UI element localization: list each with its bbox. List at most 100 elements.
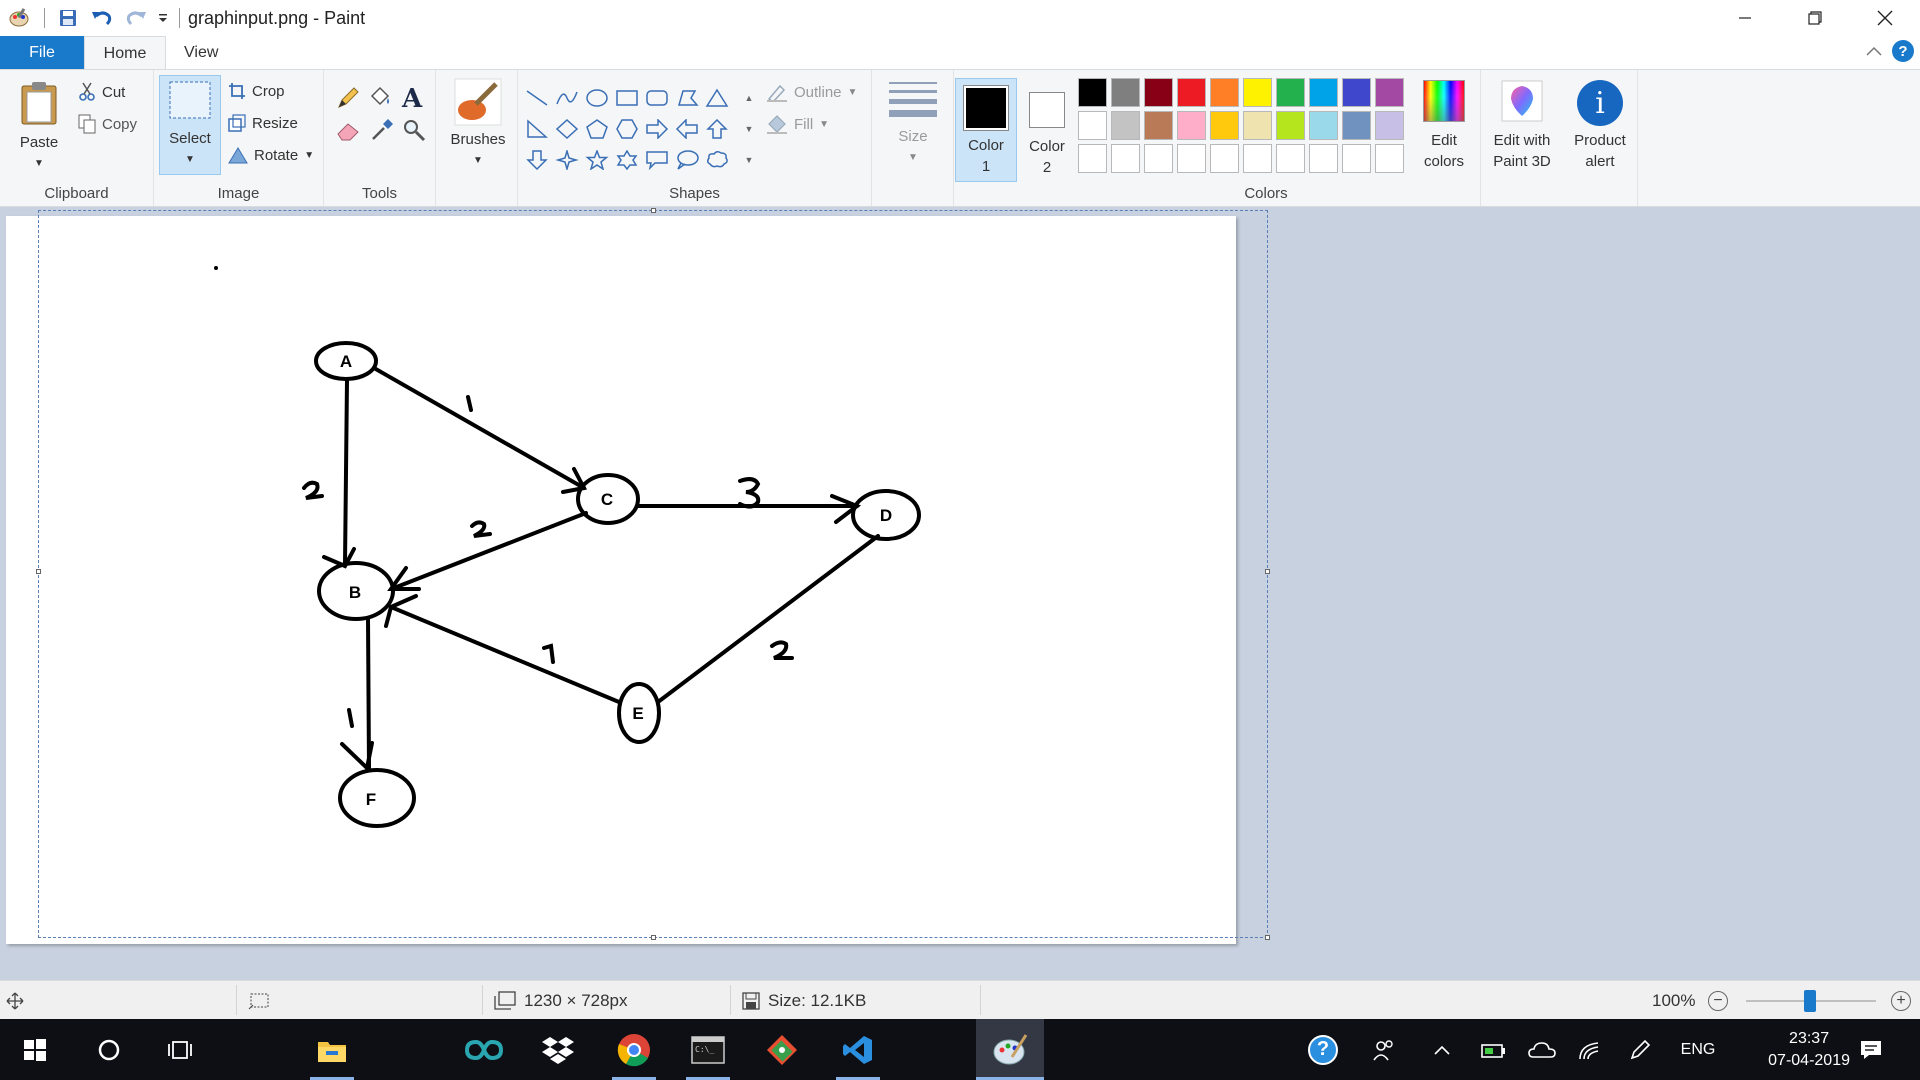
palette-swatch-r1-c1[interactable] [1078, 78, 1107, 107]
redo-icon[interactable] [121, 3, 151, 33]
cloud-callout-shape-icon[interactable] [702, 144, 732, 175]
scroll-up-icon[interactable]: ▲ [744, 92, 754, 103]
language-indicator[interactable]: ENG [1680, 1040, 1716, 1058]
line-shape-icon[interactable] [522, 82, 552, 113]
copy-button[interactable]: Copy [78, 114, 137, 134]
triangle-shape-icon[interactable] [702, 82, 732, 113]
undo-icon[interactable] [87, 3, 117, 33]
palette-swatch-r3-c6[interactable] [1243, 144, 1272, 173]
palette-swatch-r3-c10[interactable] [1375, 144, 1404, 173]
system-clock[interactable]: 23:37 07-04-2019 [1768, 1019, 1850, 1080]
zoom-in-button[interactable]: + [1891, 991, 1911, 1011]
restore-icon[interactable] [1780, 0, 1850, 36]
command-prompt-icon[interactable]: C:\_ [678, 1019, 738, 1080]
help-icon[interactable]: ? [1892, 40, 1914, 62]
tab-home[interactable]: Home [84, 36, 166, 70]
palette-swatch-r1-c4[interactable] [1177, 78, 1206, 107]
chrome-icon[interactable] [604, 1019, 664, 1080]
eraser-icon[interactable] [336, 118, 362, 147]
palette-swatch-r2-c7[interactable] [1276, 111, 1305, 140]
resize-handle-bottom[interactable] [651, 935, 656, 940]
wifi-icon[interactable] [1570, 1019, 1610, 1080]
color2-button[interactable]: Color 2 [1018, 78, 1076, 178]
git-icon[interactable] [752, 1019, 812, 1080]
pen-workspace-icon[interactable] [1620, 1019, 1660, 1080]
paste-dropdown-icon[interactable]: ▼ [34, 158, 44, 169]
palette-swatch-r2-c1[interactable] [1078, 111, 1107, 140]
palette-swatch-r2-c3[interactable] [1144, 111, 1173, 140]
palette-swatch-r1-c7[interactable] [1276, 78, 1305, 107]
close-icon[interactable] [1850, 0, 1920, 36]
minimize-icon[interactable] [1710, 0, 1780, 36]
palette-swatch-r3-c1[interactable] [1078, 144, 1107, 173]
onedrive-icon[interactable] [1522, 1019, 1562, 1080]
color1-button[interactable]: Color 1 [955, 78, 1017, 182]
scroll-down-icon[interactable]: ▼ [744, 123, 754, 134]
size-button[interactable]: Size ▼ [884, 80, 942, 168]
customize-qat-icon[interactable] [155, 3, 171, 33]
shapes-scroll[interactable]: ▲ ▼ ▼ [742, 82, 756, 175]
resize-handle-right[interactable] [1265, 569, 1270, 574]
cut-button[interactable]: Cut [78, 82, 125, 102]
tab-view[interactable]: View [184, 44, 219, 61]
palette-swatch-r3-c7[interactable] [1276, 144, 1305, 173]
dropbox-icon[interactable] [528, 1019, 588, 1080]
four-point-star-shape-icon[interactable] [552, 144, 582, 175]
palette-swatch-r2-c8[interactable] [1309, 111, 1338, 140]
zoom-out-button[interactable]: − [1708, 991, 1728, 1011]
crop-button[interactable]: Crop [228, 82, 285, 100]
outline-button[interactable]: Outline ▼ [766, 82, 857, 102]
palette-swatch-r3-c2[interactable] [1111, 144, 1140, 173]
palette-swatch-r2-c2[interactable] [1111, 111, 1140, 140]
rounded-rectangle-shape-icon[interactable] [642, 82, 672, 113]
diamond-shape-icon[interactable] [552, 113, 582, 144]
palette-swatch-r2-c10[interactable] [1375, 111, 1404, 140]
palette-swatch-r3-c3[interactable] [1144, 144, 1173, 173]
oval-callout-shape-icon[interactable] [672, 144, 702, 175]
windows-start-icon[interactable] [10, 1019, 60, 1080]
left-arrow-shape-icon[interactable] [672, 113, 702, 144]
palette-swatch-r3-c4[interactable] [1177, 144, 1206, 173]
drawing-canvas[interactable]: A C D B E F [6, 216, 1236, 944]
task-view-icon[interactable] [156, 1019, 206, 1080]
color-picker-icon[interactable] [370, 118, 394, 147]
show-hidden-icons-icon[interactable] [1422, 1019, 1462, 1080]
hexagon-shape-icon[interactable] [612, 113, 642, 144]
rotate-dropdown-icon[interactable]: ▼ [304, 149, 315, 161]
right-triangle-shape-icon[interactable] [522, 113, 552, 144]
palette-swatch-r2-c6[interactable] [1243, 111, 1272, 140]
brushes-button[interactable]: Brushes ▼ [450, 78, 506, 171]
cortana-icon[interactable] [84, 1019, 134, 1080]
select-button[interactable]: Select ▼ [159, 75, 221, 175]
palette-swatch-r1-c3[interactable] [1144, 78, 1173, 107]
six-point-star-shape-icon[interactable] [612, 144, 642, 175]
resize-handle-top[interactable] [651, 208, 656, 213]
resize-handle-left[interactable] [36, 569, 41, 574]
five-point-star-shape-icon[interactable] [582, 144, 612, 175]
file-explorer-icon[interactable] [302, 1019, 362, 1080]
paint-icon[interactable] [976, 1019, 1044, 1080]
shapes-expand-icon[interactable]: ▼ [744, 154, 754, 165]
tab-file[interactable]: File [0, 36, 84, 70]
palette-swatch-r3-c5[interactable] [1210, 144, 1239, 173]
people-icon[interactable] [1362, 1019, 1406, 1080]
text-tool-icon[interactable]: A [402, 84, 423, 114]
palette-swatch-r1-c10[interactable] [1375, 78, 1404, 107]
rect-callout-shape-icon[interactable] [642, 144, 672, 175]
palette-swatch-r2-c9[interactable] [1342, 111, 1371, 140]
palette-swatch-r2-c5[interactable] [1210, 111, 1239, 140]
fill-button[interactable]: Fill ▼ [766, 114, 829, 134]
help-tray-icon[interactable]: ? [1300, 1019, 1346, 1080]
oval-shape-icon[interactable] [582, 82, 612, 113]
action-center-icon[interactable] [1846, 1019, 1896, 1080]
palette-swatch-r3-c8[interactable] [1309, 144, 1338, 173]
pentagon-shape-icon[interactable] [582, 113, 612, 144]
down-arrow-shape-icon[interactable] [522, 144, 552, 175]
arduino-icon[interactable] [454, 1019, 514, 1080]
palette-swatch-r1-c8[interactable] [1309, 78, 1338, 107]
curve-shape-icon[interactable] [552, 82, 582, 113]
rectangle-shape-icon[interactable] [612, 82, 642, 113]
fill-bucket-icon[interactable] [368, 86, 392, 115]
paste-button[interactable]: Paste ▼ [12, 80, 66, 174]
resize-handle-corner[interactable] [1265, 935, 1270, 940]
